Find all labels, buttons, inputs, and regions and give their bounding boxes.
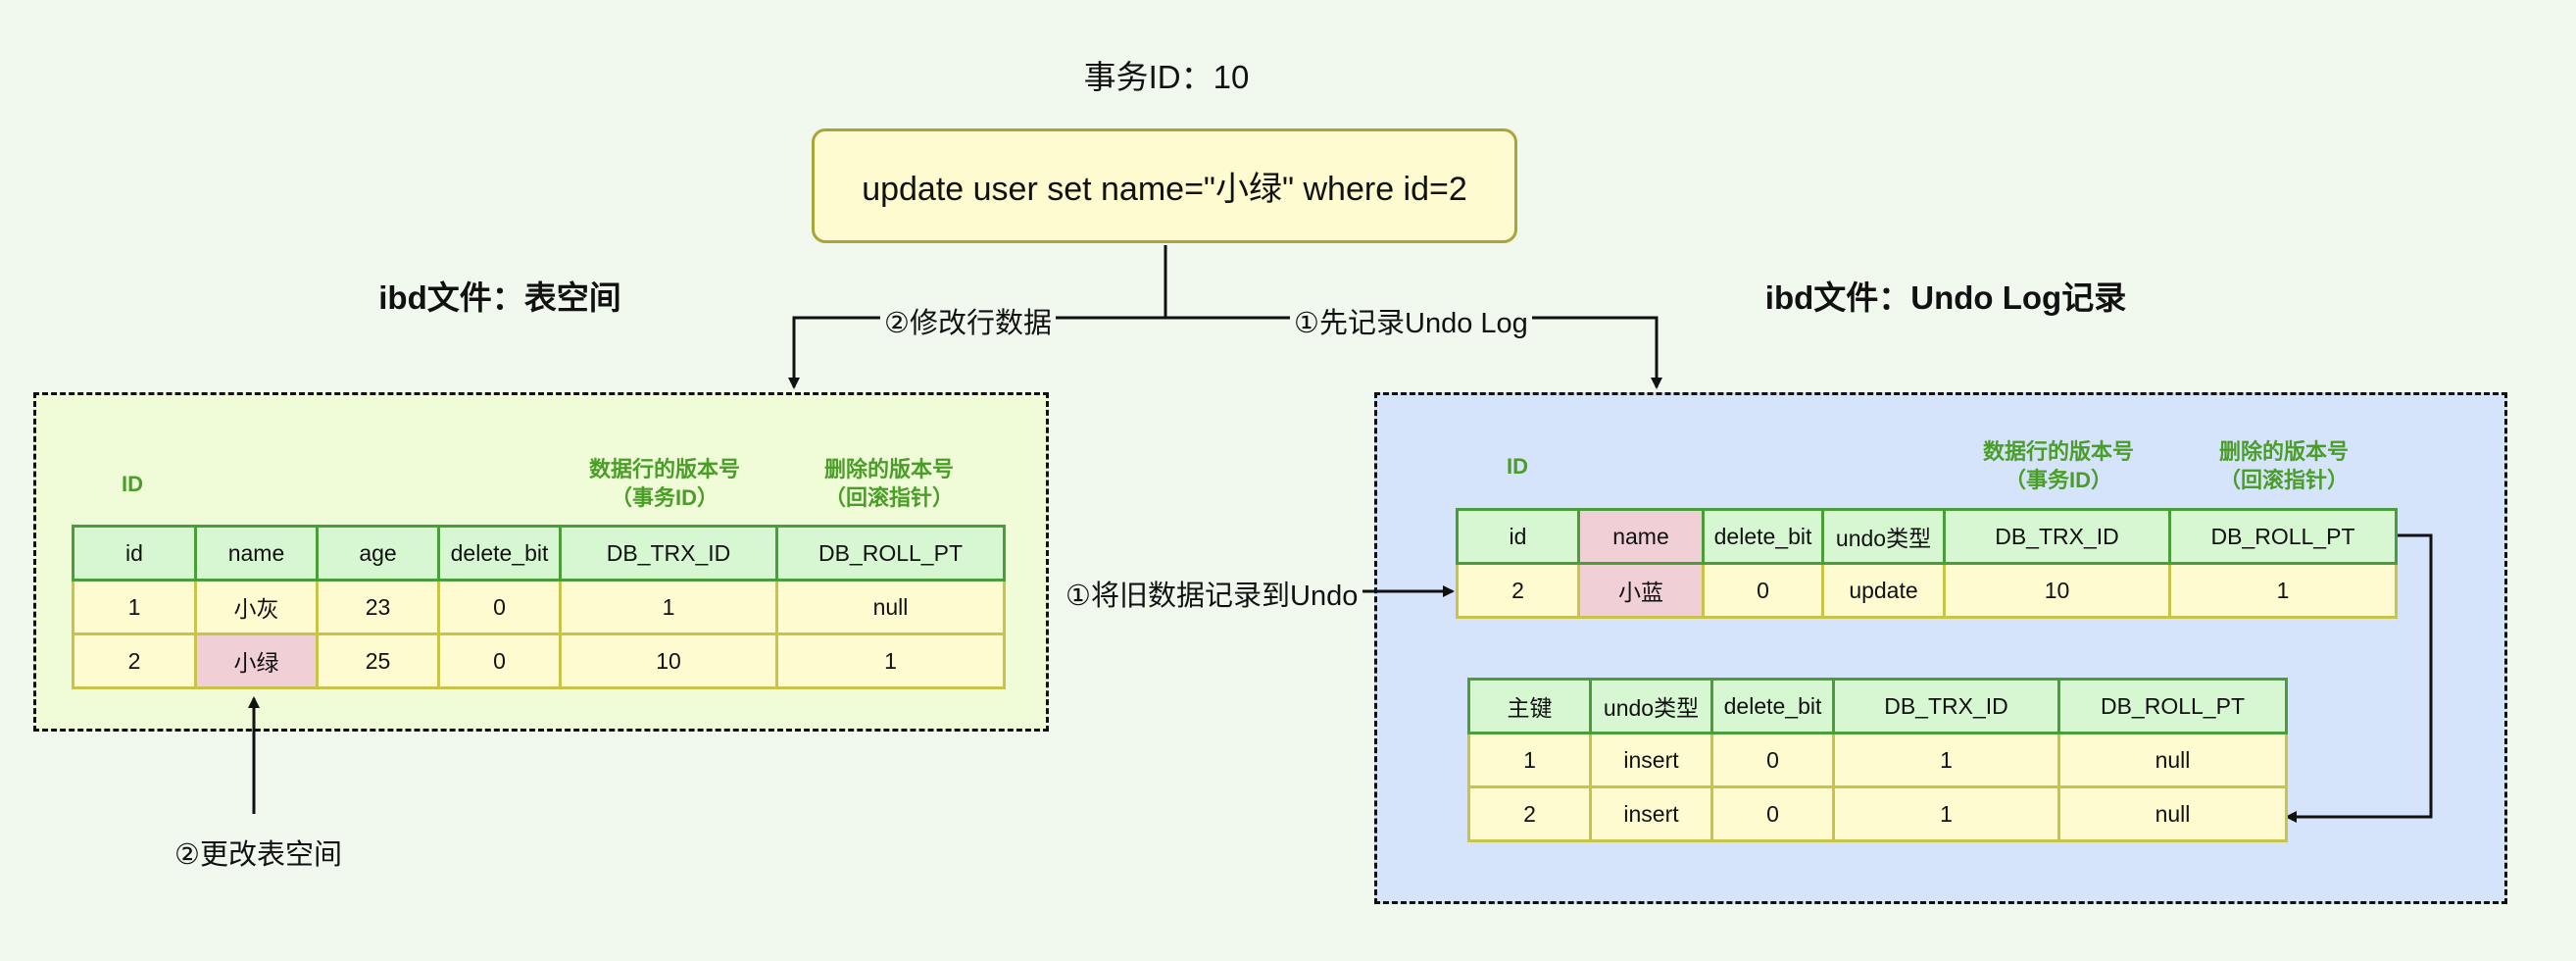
header-cell: undo类型 — [1821, 508, 1946, 565]
table-cell: 1 — [72, 579, 197, 635]
table-cell: 1 — [1467, 732, 1592, 788]
header-cell: DB_ROLL_PT — [2057, 678, 2288, 734]
table-header-row: id name delete_bit undo类型 DB_TRX_ID DB_R… — [1456, 508, 2398, 565]
header-cell: DB_ROLL_PT — [775, 525, 1006, 582]
table-cell: 2 — [72, 632, 197, 689]
header-cell: delete_bit — [1702, 508, 1824, 565]
table-cell: 0 — [1710, 732, 1835, 788]
header-cell: DB_TRX_ID — [1832, 678, 2060, 734]
table-cell: 10 — [559, 632, 778, 689]
header-cell: DB_TRX_ID — [559, 525, 778, 582]
header-cell: name — [1577, 508, 1705, 565]
header-cell: delete_bit — [1710, 678, 1835, 734]
table-cell: 1 — [775, 632, 1006, 689]
table-cell: 0 — [437, 632, 562, 689]
header-cell: DB_TRX_ID — [1943, 508, 2171, 565]
table-cell: insert — [1589, 785, 1713, 842]
old-data-to-undo-label: ①将旧数据记录到Undo — [1062, 577, 1362, 616]
table-row: 2 小绿 25 0 10 1 — [72, 632, 1006, 689]
header-cell: 主键 — [1467, 678, 1592, 734]
insert-undo-table: 主键 undo类型 delete_bit DB_TRX_ID DB_ROLL_P… — [1467, 678, 2288, 842]
header-cell: delete_bit — [437, 525, 562, 582]
header-cell: id — [1456, 508, 1580, 565]
table-header-row: id name age delete_bit DB_TRX_ID DB_ROLL… — [72, 525, 1006, 582]
table-cell: 25 — [316, 632, 440, 689]
table-cell: 10 — [1943, 562, 2171, 619]
undo-roll-label: 删除的版本号 （回滚指针） — [2218, 439, 2349, 492]
tablespace-section-title: ibd文件：表空间 — [378, 279, 621, 316]
table-cell: null — [2057, 732, 2288, 788]
table-cell: 1 — [2168, 562, 2398, 619]
record-undo-label: ①先记录Undo Log — [1290, 304, 1532, 343]
transaction-id-title: 事务ID：10 — [1083, 59, 1250, 95]
update-tablespace-label: ②更改表空间 — [171, 835, 346, 875]
updated-name-cell: 小绿 — [194, 632, 319, 689]
table-cell: 0 — [437, 579, 562, 635]
table-cell: 1 — [1832, 732, 2060, 788]
table-cell: 1 — [559, 579, 778, 635]
table-row: 1 insert 0 1 null — [1467, 732, 2288, 788]
modify-row-label: ②修改行数据 — [880, 304, 1056, 343]
table-row: 1 小灰 23 0 1 null — [72, 579, 1006, 635]
header-cell: age — [316, 525, 440, 582]
tablespace-table: id name age delete_bit DB_TRX_ID DB_ROLL… — [72, 525, 1006, 689]
table-cell: 0 — [1702, 562, 1824, 619]
table-cell: 小灰 — [194, 579, 319, 635]
table-cell: insert — [1589, 732, 1713, 788]
table-cell: 0 — [1710, 785, 1835, 842]
update-undo-table: id name delete_bit undo类型 DB_TRX_ID DB_R… — [1456, 508, 2398, 619]
table-cell: 2 — [1456, 562, 1580, 619]
table-cell: 1 — [1832, 785, 2060, 842]
undo-trx-label: 数据行的版本号 （事务ID） — [1982, 439, 2134, 492]
table-cell: update — [1821, 562, 1946, 619]
table-row: 2 insert 0 1 null — [1467, 785, 2288, 842]
table-cell: 2 — [1467, 785, 1592, 842]
table-cell: null — [2057, 785, 2288, 842]
undo-log-section-title: ibd文件：Undo Log记录 — [1764, 279, 2127, 316]
undo-id-label: ID — [1507, 454, 1528, 479]
header-cell: id — [72, 525, 197, 582]
header-cell: DB_ROLL_PT — [2168, 508, 2398, 565]
sql-statement-box: update user set name="小绿" where id=2 — [812, 128, 1517, 243]
sql-statement-text: update user set name="小绿" where id=2 — [862, 171, 1467, 208]
left-trx-label: 数据行的版本号 （事务ID） — [588, 457, 740, 510]
left-id-label: ID — [122, 472, 143, 496]
table-cell: null — [775, 579, 1006, 635]
header-cell: name — [194, 525, 319, 582]
table-header-row: 主键 undo类型 delete_bit DB_TRX_ID DB_ROLL_P… — [1467, 678, 2288, 734]
table-cell: 23 — [316, 579, 440, 635]
old-name-cell: 小蓝 — [1577, 562, 1705, 619]
header-cell: undo类型 — [1589, 678, 1713, 734]
left-roll-label: 删除的版本号 （回滚指针） — [823, 457, 954, 510]
table-row: 2 小蓝 0 update 10 1 — [1456, 562, 2398, 619]
